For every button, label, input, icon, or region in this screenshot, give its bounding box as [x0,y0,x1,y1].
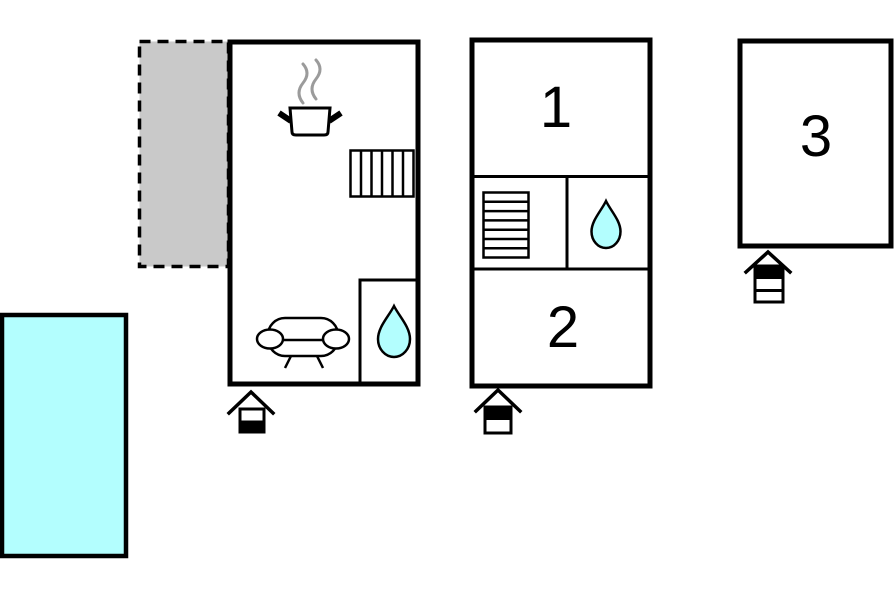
swimming-pool [0,312,129,559]
entrance-icon [473,387,523,435]
water-drop-icon [376,303,412,359]
entrance-icon [743,249,793,304]
sofa-arm-right [321,328,351,350]
steam-wave [310,58,322,101]
main-building [227,39,421,387]
pot-handle-right [327,110,343,124]
room-2-label: 2 [547,295,579,360]
water-drop-icon [590,198,622,250]
entrance-floor-band [240,420,264,432]
building-3: 3 [737,38,894,249]
sofa-leg-left [283,355,293,369]
pot-handle-left [277,110,293,124]
apartment-building: 1 2 [469,37,653,389]
room-3-label: 3 [800,104,832,169]
sofa-leg-right [315,355,325,369]
building-3-outline [737,38,894,249]
room-1-label: 1 [540,75,572,140]
terrace [137,39,231,269]
stairs-icon [349,149,415,198]
bathroom-wall [358,278,418,383]
cooking-pot-icon [277,106,343,137]
entrance-icon [226,389,276,434]
entrance-roof [473,387,523,414]
stairs-icon [482,191,530,259]
sofa-arm-left [255,328,285,350]
entrance-floor-band [485,407,511,420]
steam-icon [297,58,322,105]
steam-wave [297,62,309,105]
entrance-roof [226,389,276,416]
pot-body [288,106,332,137]
entrance-floor-band [755,266,783,279]
sofa-icon [255,316,351,369]
stairs-outline [482,191,530,259]
